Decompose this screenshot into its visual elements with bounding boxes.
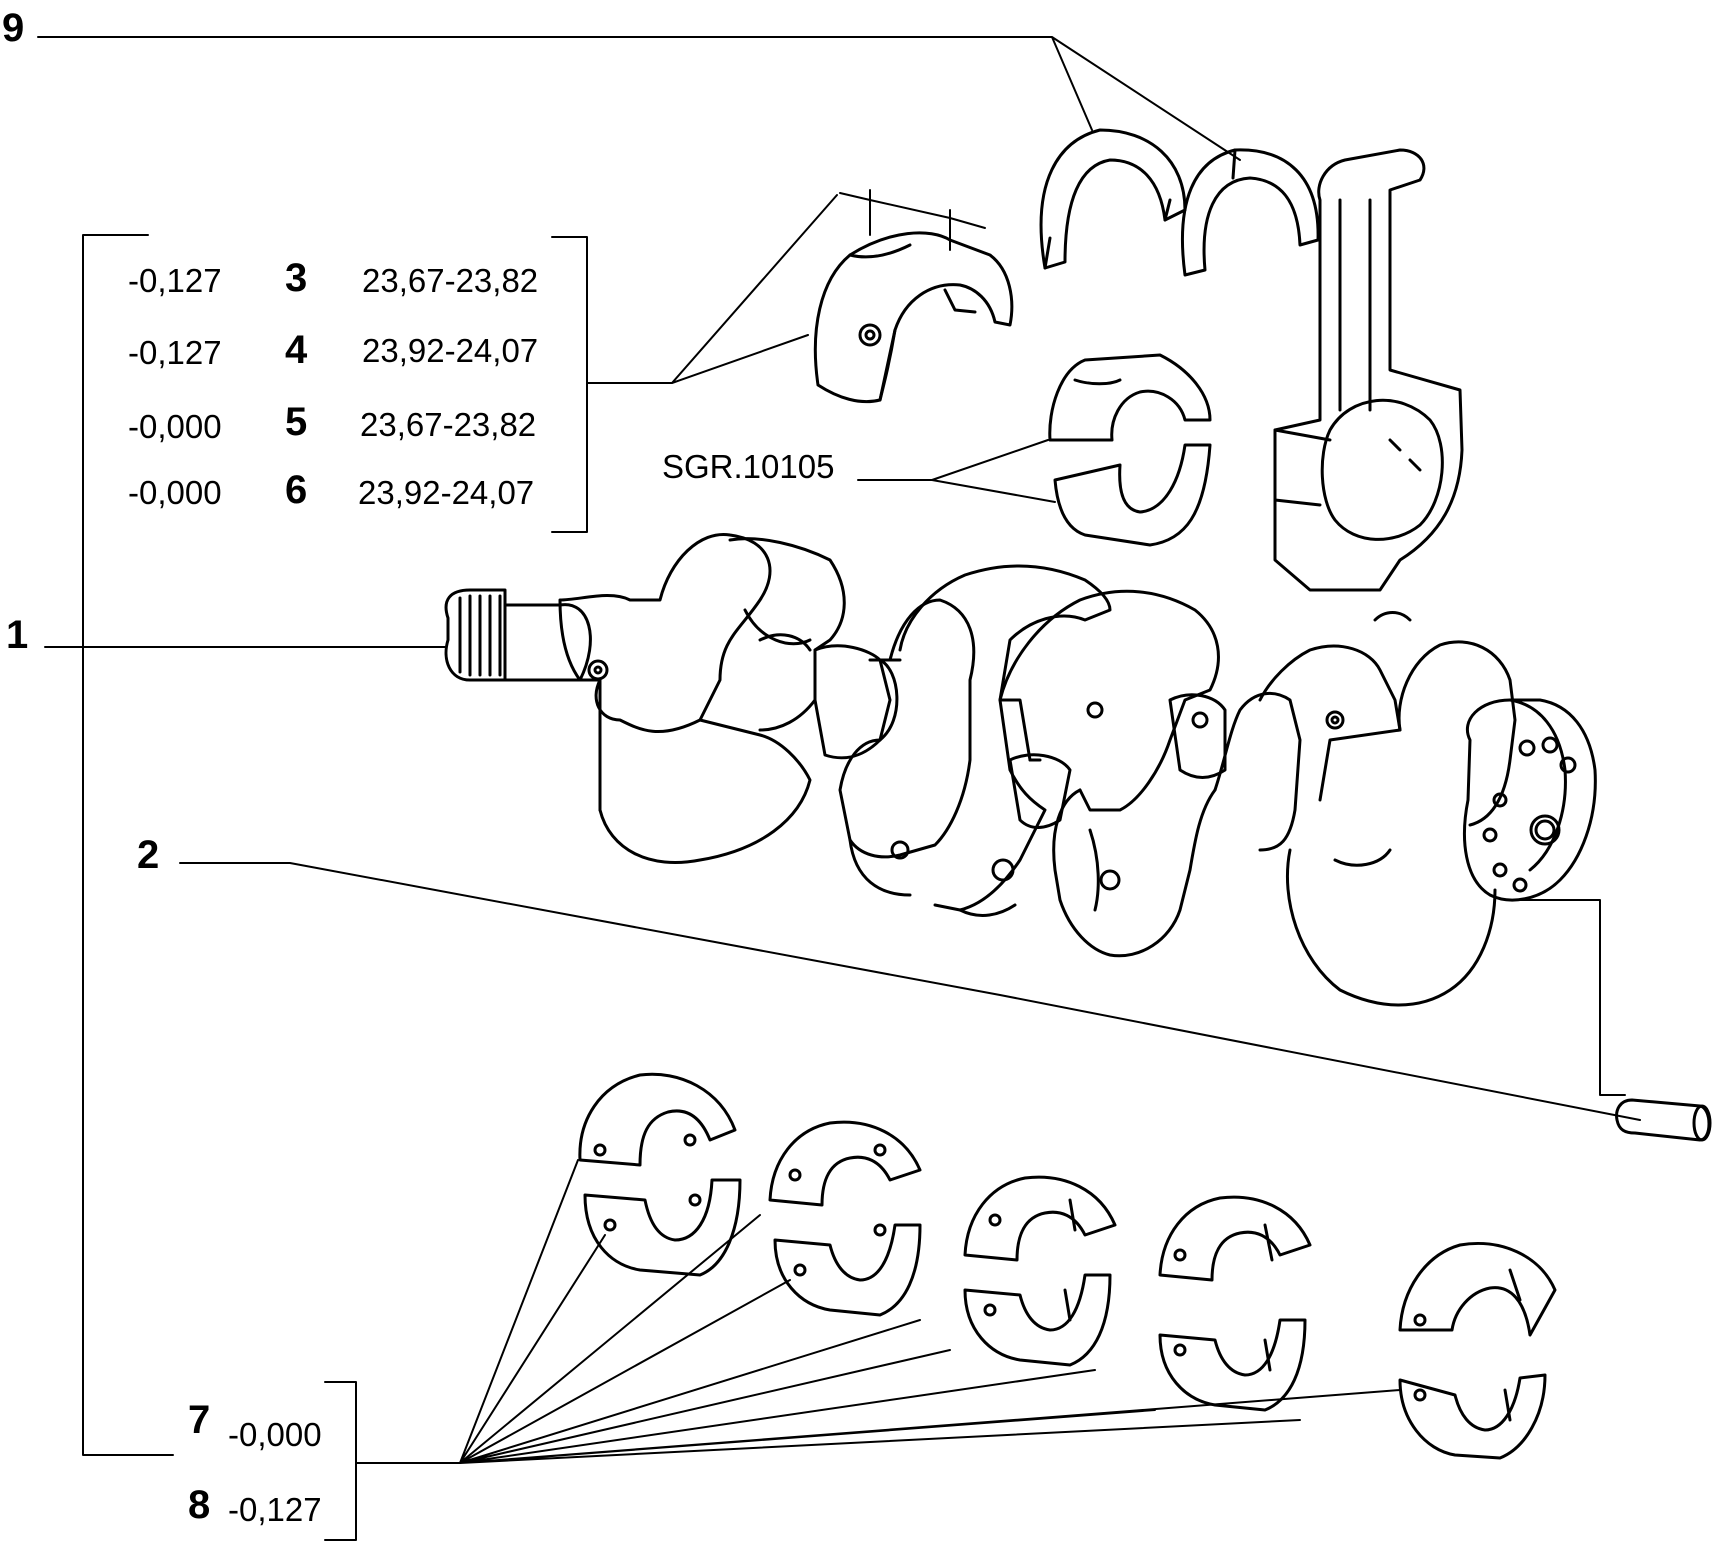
size-range: 23,92-24,07 xyxy=(358,474,535,511)
connecting-rod xyxy=(1273,148,1464,592)
part-code: 3 xyxy=(285,256,308,300)
main-bearing-shell-top xyxy=(1048,353,1212,442)
leader-lines xyxy=(37,36,1641,1541)
offset-value: -0,000 xyxy=(128,408,222,445)
part-code: 8 xyxy=(188,1483,211,1527)
main-bearing-set-2 xyxy=(768,1120,922,1317)
reference-label: SGR.10105 xyxy=(662,448,835,485)
thrust-washer-right xyxy=(1180,148,1320,277)
offset-value: -0,000 xyxy=(128,474,222,511)
part-code: 4 xyxy=(285,328,308,372)
offset-value: -0,127 xyxy=(228,1491,322,1528)
size-range: 23,67-23,82 xyxy=(360,406,537,443)
main-bearing-set-1 xyxy=(578,1072,742,1277)
main-bearing-shell-bottom xyxy=(1053,443,1212,547)
size-range: 23,67-23,82 xyxy=(362,262,539,299)
main-bearing-set-5 xyxy=(1398,1241,1557,1460)
offset-value: -0,000 xyxy=(228,1416,322,1453)
part-code: 5 xyxy=(285,400,308,444)
crankshaft xyxy=(444,532,1597,1007)
offset-value: -0,127 xyxy=(128,334,222,371)
callout-2: 2 xyxy=(137,833,160,877)
size-range: 23,92-24,07 xyxy=(362,332,539,369)
dowel-pin xyxy=(1615,1098,1712,1142)
part-code: 6 xyxy=(285,468,308,512)
thrust-washer-left xyxy=(1039,128,1187,270)
callout-1: 1 xyxy=(6,613,29,657)
main-bearing-set-4 xyxy=(1158,1195,1312,1412)
main-bearing-set-3 xyxy=(963,1175,1117,1367)
part-code: 7 xyxy=(188,1398,211,1442)
offset-value: -0,127 xyxy=(128,262,222,299)
rod-bearing-shell xyxy=(813,231,1014,404)
callout-9: 9 xyxy=(2,6,25,50)
